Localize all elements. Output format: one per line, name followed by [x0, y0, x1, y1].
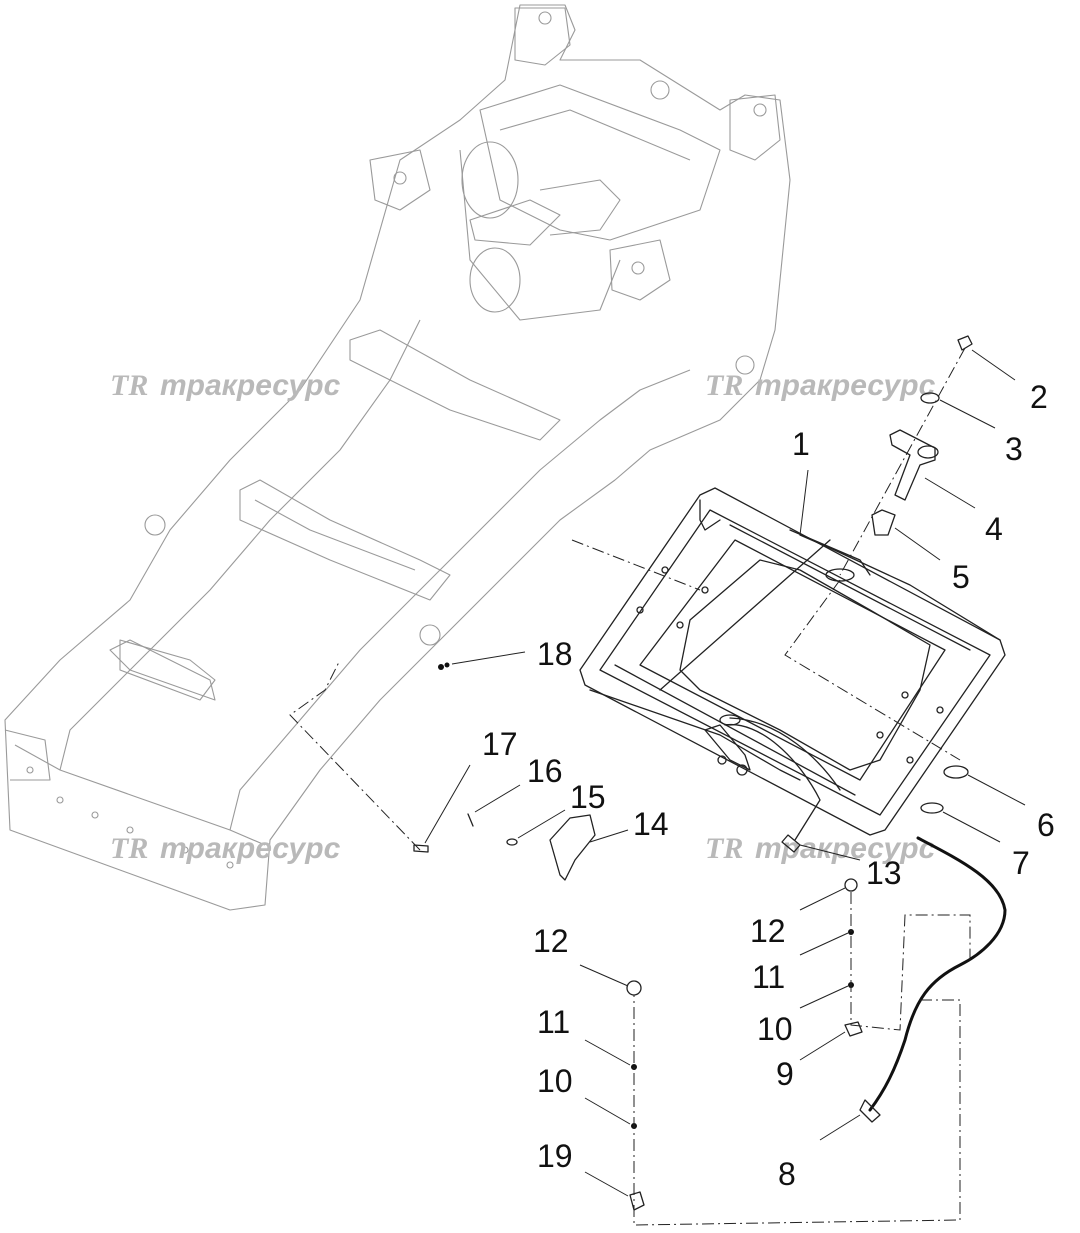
callout-18: 18 [537, 636, 573, 672]
callout-11-right: 11 [752, 959, 785, 995]
callout-16: 16 [527, 753, 563, 789]
callout-3: 3 [1005, 431, 1023, 467]
watermark-top-right: TR тракресурс [705, 369, 936, 402]
callout-17: 17 [482, 726, 518, 762]
tractor-frame [4, 4, 791, 911]
watermark-logo: TR [705, 832, 743, 865]
watermark-text: тракресурс [755, 832, 936, 865]
watermark-logo: TR [110, 369, 148, 402]
callout-12-left: 12 [533, 923, 569, 959]
callout-12-right: 12 [750, 913, 786, 949]
leader-lines [424, 349, 1026, 1197]
callout-1: 1 [792, 426, 810, 462]
sensor-cable [868, 836, 1007, 1112]
callout-15: 15 [570, 779, 606, 815]
callout-4: 4 [985, 511, 1003, 547]
assembly-lines [289, 347, 971, 1226]
callout-6: 6 [1037, 807, 1055, 843]
callout-8: 8 [778, 1156, 796, 1192]
callout-14: 14 [633, 806, 669, 842]
watermark-logo: TR [110, 832, 148, 865]
callout-9: 9 [776, 1056, 794, 1092]
watermark-text: тракресурс [160, 369, 341, 402]
callout-11-left: 11 [537, 1004, 570, 1040]
callout-7: 7 [1012, 845, 1030, 881]
seat-frame [579, 487, 1006, 841]
callout-5: 5 [952, 559, 970, 595]
callout-13: 13 [866, 855, 902, 891]
watermark-top-left: TR тракресурс [110, 369, 341, 402]
connector-13 [781, 834, 801, 853]
callout-19: 19 [537, 1138, 573, 1174]
callout-10-right: 10 [757, 1011, 793, 1047]
watermark-logo: TR [705, 369, 743, 402]
watermark-text: тракресурс [755, 369, 936, 402]
callout-2: 2 [1030, 379, 1048, 415]
watermark-bottom-left: TR тракресурс [110, 832, 341, 865]
watermark-text: тракресурс [160, 832, 341, 865]
connector-8 [859, 1099, 881, 1123]
small-parts [413, 335, 973, 1211]
callout-10-left: 10 [537, 1063, 573, 1099]
callout-labels: 2 3 4 5 1 6 7 13 9 8 12 11 10 12 11 10 1… [482, 379, 1055, 1192]
